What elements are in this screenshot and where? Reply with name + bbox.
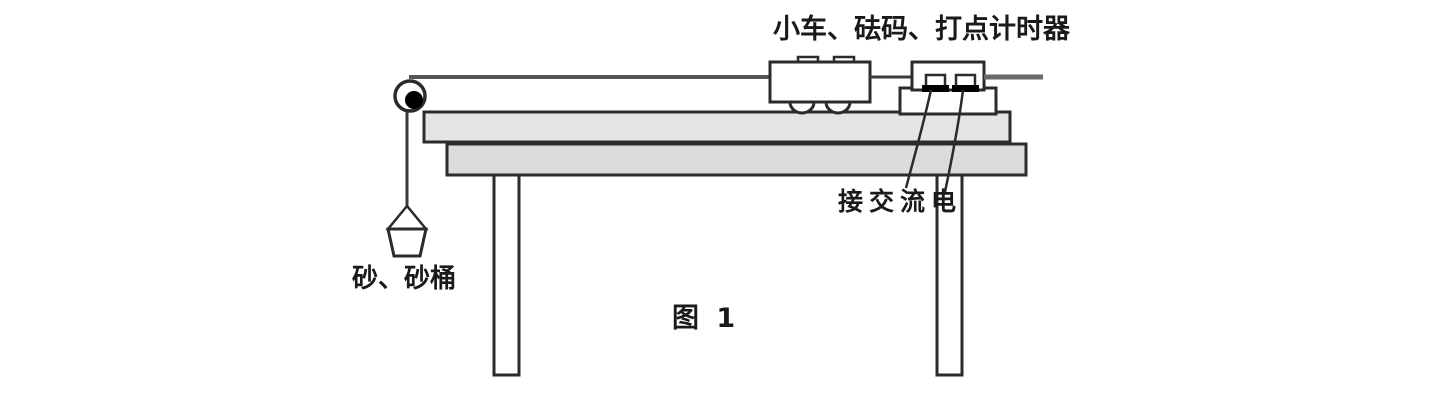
figure-caption: 图 1 (672, 303, 740, 334)
table-leg-left (492, 173, 521, 377)
pulley-icon (393, 79, 427, 113)
table-top (445, 142, 1028, 177)
label-sand-bucket: 砂、砂桶 (352, 264, 457, 294)
leader-line-left (904, 89, 933, 189)
sand-bucket-icon (385, 204, 429, 258)
track-board (422, 110, 1012, 144)
leader-line-right (943, 89, 965, 193)
label-ac-power: 接交流电 (838, 187, 963, 216)
table-leg-right (935, 173, 964, 377)
label-cart-assembly: 小车、砝码、打点计时器 (773, 14, 1070, 45)
dot-timer-icon (898, 60, 998, 116)
cart-icon (768, 55, 872, 115)
